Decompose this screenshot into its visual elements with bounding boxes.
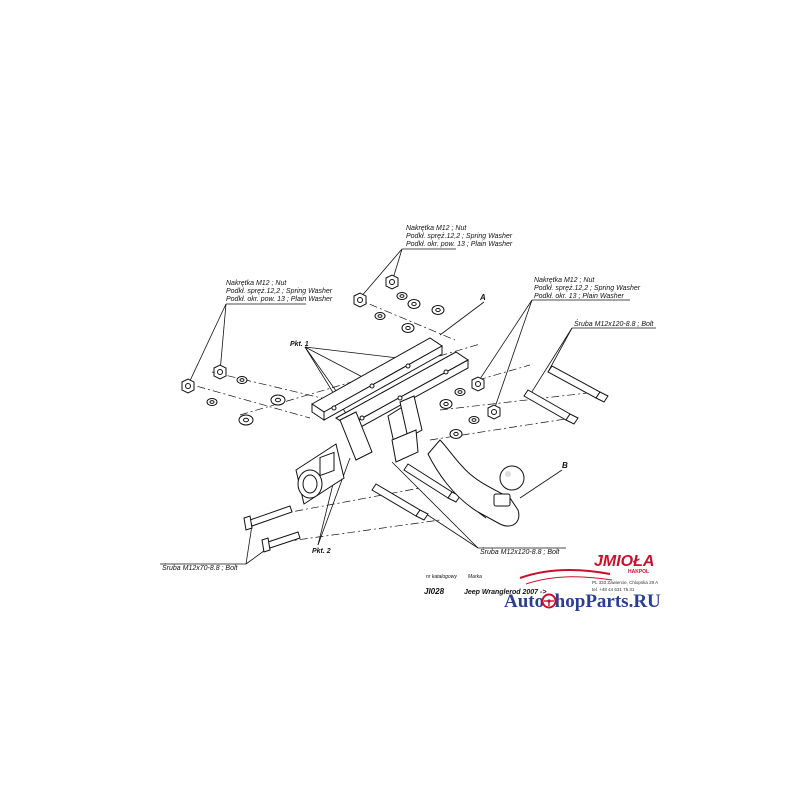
callout-top-spring-washer: Podkł. spręż.12,2 ; Spring Washer	[406, 233, 513, 240]
plain-washer-icon	[431, 305, 445, 315]
brand-logo: JMIOŁA HAKPOL PL 333 Zawiercie, Chlopska…	[519, 553, 658, 592]
label-pkt-1: Pkt. 1	[290, 341, 309, 348]
nut-icon	[487, 404, 501, 420]
bracket-plates	[339, 395, 423, 463]
steering-wheel-icon	[541, 593, 557, 609]
brand-sub: HAKPOL	[628, 569, 649, 575]
callout-right-plain-washer: Podkł. okr. 13 ; Plain Washer	[534, 293, 625, 300]
spring-washer-icon	[206, 398, 218, 406]
assembly-axes	[181, 297, 597, 545]
plain-washer-icon	[439, 399, 453, 409]
brand-swoosh-icon	[519, 568, 611, 579]
plain-washer-icon	[238, 414, 254, 426]
callout-left-plain-washer: Podkł. okr. pow. 13 ; Plain Washer	[226, 296, 333, 303]
callout-bolt-center: Śruba M12x120-8.8 ; Bolt	[480, 547, 560, 556]
nut-icon	[385, 274, 399, 290]
nut-icon	[181, 378, 195, 394]
bolt-icon	[547, 365, 609, 403]
title-vehicle: Jeep Wrangler	[464, 589, 513, 596]
callout-right-nut: Nakrętka M12 ; Nut	[534, 277, 595, 284]
bolts	[243, 365, 609, 553]
callout-top-plain-washer: Podkł. okr. pow. 13 ; Plain Washer	[406, 241, 513, 248]
spring-washer-icon	[396, 292, 408, 300]
bolt-icon	[523, 389, 579, 425]
spring-washer-icon	[236, 376, 248, 384]
label-a: A	[479, 293, 486, 302]
callout-bolt-left: Śruba M12x70-8.8 ; Bolt	[162, 563, 239, 572]
watermark-group: AutoShopParts.RU	[504, 591, 661, 612]
bolt-icon	[261, 531, 301, 553]
label-pkt-2: Pkt. 2	[312, 548, 331, 555]
title-catalog-no: JI028	[424, 587, 445, 596]
bolt-icon	[371, 483, 429, 521]
plain-washer-icon	[270, 394, 286, 406]
bolt-icon	[243, 505, 293, 531]
spring-washer-icon	[454, 388, 466, 396]
label-b: B	[562, 461, 568, 470]
brand-name: JMIOŁA	[594, 553, 654, 570]
hardware-left-group	[181, 364, 286, 426]
plain-washer-icon	[407, 299, 421, 309]
title-from-year: od 2007 ->	[512, 589, 546, 596]
watermark-text: AutoShopParts.RU	[504, 591, 661, 612]
nut-icon	[353, 292, 367, 308]
hardware-top-group	[353, 274, 445, 333]
callout-left-nut: Nakrętka M12 ; Nut	[226, 280, 287, 287]
callout-top-nut: Nakrętka M12 ; Nut	[406, 225, 467, 232]
brand-address-1: PL 333 Zawiercie, Chlopska 29 A	[592, 580, 658, 585]
spring-washer-icon	[374, 312, 386, 320]
title-nr-label: nr katalogowy	[426, 574, 457, 580]
nut-icon	[213, 364, 227, 380]
hardware-right-group	[439, 376, 501, 439]
brand-address-2: tel. +48 44 631 75 31	[592, 587, 635, 592]
tow-ball-hook	[427, 439, 525, 527]
plain-washer-icon	[449, 429, 463, 439]
callout-right-spring-washer: Podkł. spręż.12,2 ; Spring Washer	[534, 285, 641, 292]
socket-plate	[295, 443, 345, 505]
callout-bolt-right: Śruba M12x120-8.8 ; Bolt	[574, 319, 654, 328]
nut-icon	[471, 376, 485, 392]
title-marka-label: Marka	[468, 574, 482, 580]
leader-lines	[160, 248, 656, 565]
plain-washer-icon	[401, 323, 415, 333]
crossbar-frame	[311, 337, 469, 435]
spring-washer-icon	[468, 416, 480, 424]
callout-left-spring-washer: Podkł. spręż.12,2 ; Spring Washer	[226, 288, 333, 295]
